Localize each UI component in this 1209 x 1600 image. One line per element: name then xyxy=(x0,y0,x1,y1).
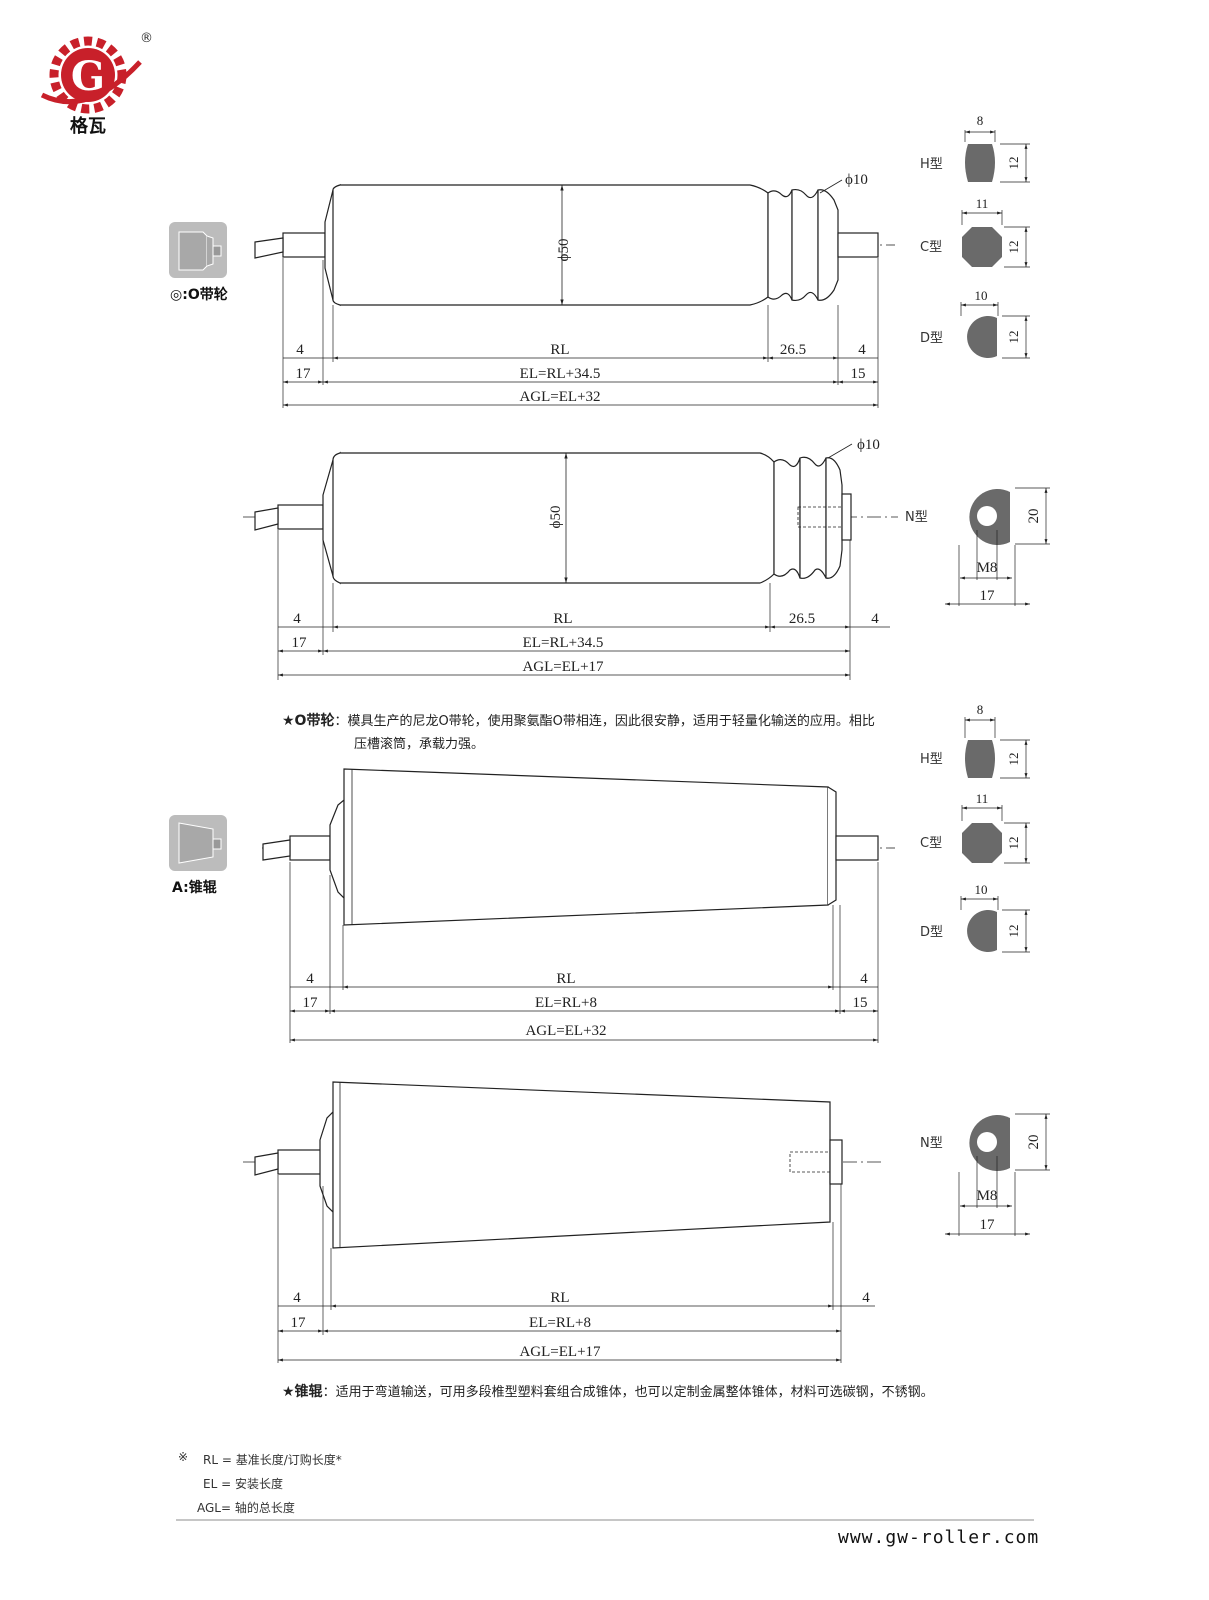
shaft-n-height: 20 xyxy=(1026,1135,1042,1150)
drawing-o-belt-n xyxy=(243,443,898,680)
dim-rl: RL xyxy=(550,342,569,358)
o-belt-note: ★O带轮：模具生产的尼龙O带轮，使用聚氨酯O带相连，因此很安静，适用于轻量化输送… xyxy=(282,710,922,756)
shaft-h-width: 8 xyxy=(977,702,984,717)
shaft-sections-top: 8 12 H型 11 12 C型 10 12 D xyxy=(905,113,1050,606)
shaft-d-width: 10 xyxy=(975,882,988,897)
shaft-n-section: M8 17 20 N型 xyxy=(920,1113,1050,1236)
shaft-n-width: 17 xyxy=(980,588,996,604)
shaft-n-section: M8 17 20 N型 xyxy=(905,487,1050,606)
website-link[interactable]: www.gw-roller.com xyxy=(838,1527,1040,1548)
shaft-h-width: 8 xyxy=(977,113,984,128)
shaft-c-width: 11 xyxy=(976,196,989,211)
o-belt-thumbnail-icon xyxy=(169,222,227,278)
shaft-d-label: D型 xyxy=(920,925,943,940)
shaft-c-height: 12 xyxy=(1006,837,1021,850)
o-belt-caption: ◎:O带轮 xyxy=(170,287,228,303)
dia-groove-label: ϕ10 xyxy=(845,172,868,188)
drawing-taper-n xyxy=(243,1081,885,1363)
drawing2-labels: ϕ50 ϕ10 4 RL 26.5 4 17 EL=RL+34.5 AGL=EL… xyxy=(292,437,880,675)
shaft-d-section: 10 12 D型 xyxy=(920,882,1030,953)
dim-left-4: 4 xyxy=(306,971,314,987)
dim-agl: AGL=EL+17 xyxy=(522,659,604,675)
shaft-h-label: H型 xyxy=(920,752,943,767)
shaft-c-label: C型 xyxy=(920,240,942,255)
shaft-n-label: N型 xyxy=(920,1136,943,1151)
dim-el: EL=RL+8 xyxy=(529,1315,591,1331)
dim-rl: RL xyxy=(553,611,572,627)
shaft-n-label: N型 xyxy=(905,510,928,525)
shaft-c-section: 11 12 C型 xyxy=(920,791,1030,864)
shaft-n-height: 20 xyxy=(1026,509,1042,524)
dim-agl: AGL=EL+32 xyxy=(519,389,600,405)
legend-rl: RL = 基准长度/订购长度* xyxy=(203,1453,342,1467)
dim-left-17: 17 xyxy=(291,1315,307,1331)
shaft-d-label: D型 xyxy=(920,331,943,346)
shaft-d-section: 10 12 D型 xyxy=(920,288,1030,359)
dim-left-4: 4 xyxy=(293,611,301,627)
drawing3-labels: 4 RL 4 17 EL=RL+8 15 AGL=EL+32 xyxy=(303,971,869,1039)
brand-logo: G 格瓦 ® xyxy=(40,31,153,137)
drawing-taper-hcd xyxy=(262,768,895,1043)
dim-agl: AGL=EL+32 xyxy=(525,1023,606,1039)
dim-left-17: 17 xyxy=(292,635,308,651)
o-belt-note-line2: 压槽滚筒，承载力强。 xyxy=(354,737,485,752)
brand-name: 格瓦 xyxy=(70,115,106,137)
registered-mark: ® xyxy=(140,31,153,46)
dim-right-4: 4 xyxy=(862,1290,870,1306)
dim-rl: RL xyxy=(550,1290,569,1306)
dim-groove: 26.5 xyxy=(789,611,815,627)
taper-thumbnail-icon xyxy=(169,815,227,871)
shaft-d-width: 10 xyxy=(975,288,988,303)
shaft-d-height: 12 xyxy=(1006,925,1021,938)
dim-right-15: 15 xyxy=(851,366,866,382)
dim-agl: AGL=EL+17 xyxy=(519,1344,601,1360)
dim-right-4: 4 xyxy=(871,611,879,627)
taper-note: ★锥辊：适用于弯道输送，可用多段椎型塑料套组合成锥体，也可以定制金属整体锥体，材… xyxy=(282,1381,1022,1401)
dim-groove: 26.5 xyxy=(780,342,806,358)
taper-caption: A:锥辊 xyxy=(172,880,217,896)
dia-main-label: ϕ50 xyxy=(548,506,564,529)
shaft-c-height: 12 xyxy=(1006,241,1021,254)
taper-note-title: ★锥辊 xyxy=(282,1384,323,1400)
dim-el: EL=RL+8 xyxy=(535,995,597,1011)
shaft-c-width: 11 xyxy=(976,791,989,806)
dim-left-4: 4 xyxy=(296,342,304,358)
shaft-n-thread: M8 xyxy=(977,1188,998,1204)
shaft-h-label: H型 xyxy=(920,157,943,172)
dim-el: EL=RL+34.5 xyxy=(520,366,601,382)
dim-left-4: 4 xyxy=(293,1290,301,1306)
drawing4-labels: 4 RL 4 17 EL=RL+8 AGL=EL+17 xyxy=(291,1290,871,1360)
dim-right-4: 4 xyxy=(860,971,868,987)
dim-el: EL=RL+34.5 xyxy=(523,635,604,651)
legend-agl: AGL= 轴的总长度 xyxy=(197,1501,295,1515)
taper-note-text: ：适用于弯道输送，可用多段椎型塑料套组合成锥体，也可以定制金属整体锥体，材料可选… xyxy=(322,1385,934,1400)
dim-left-17: 17 xyxy=(303,995,319,1011)
dia-groove-label: ϕ10 xyxy=(857,437,880,453)
shaft-c-label: C型 xyxy=(920,836,942,851)
dim-right-4: 4 xyxy=(858,342,866,358)
shaft-h-section: 8 12 H型 xyxy=(920,702,1030,779)
shaft-d-height: 12 xyxy=(1006,331,1021,344)
shaft-h-section: 8 12 H型 xyxy=(920,113,1030,183)
dim-left-17: 17 xyxy=(296,366,312,382)
shaft-h-height: 12 xyxy=(1006,157,1021,170)
dim-right-15: 15 xyxy=(853,995,868,1011)
shaft-sections-bottom: 8 12 H型 11 12 C型 10 12 D型 xyxy=(920,702,1050,1236)
dim-rl: RL xyxy=(556,971,575,987)
shaft-h-height: 12 xyxy=(1006,753,1021,766)
shaft-c-section: 11 12 C型 xyxy=(920,196,1030,268)
drawing-o-belt-hcd xyxy=(254,179,895,408)
shaft-n-thread: M8 xyxy=(977,560,998,576)
legend-el: EL = 安装长度 xyxy=(203,1477,283,1491)
drawing1-labels: ϕ50 ϕ10 4 RL 26.5 4 17 EL=RL+34.5 15 AGL… xyxy=(296,172,868,405)
legend-mark: ※ xyxy=(178,1450,189,1464)
o-belt-note-line1: ：模具生产的尼龙O带轮，使用聚氨酯O带相连，因此很安静，适用于轻量化输送的应用。… xyxy=(334,714,875,729)
dia-main-label: ϕ50 xyxy=(556,239,572,262)
shaft-n-width: 17 xyxy=(980,1217,996,1233)
o-belt-note-title: ★O带轮 xyxy=(282,713,335,729)
